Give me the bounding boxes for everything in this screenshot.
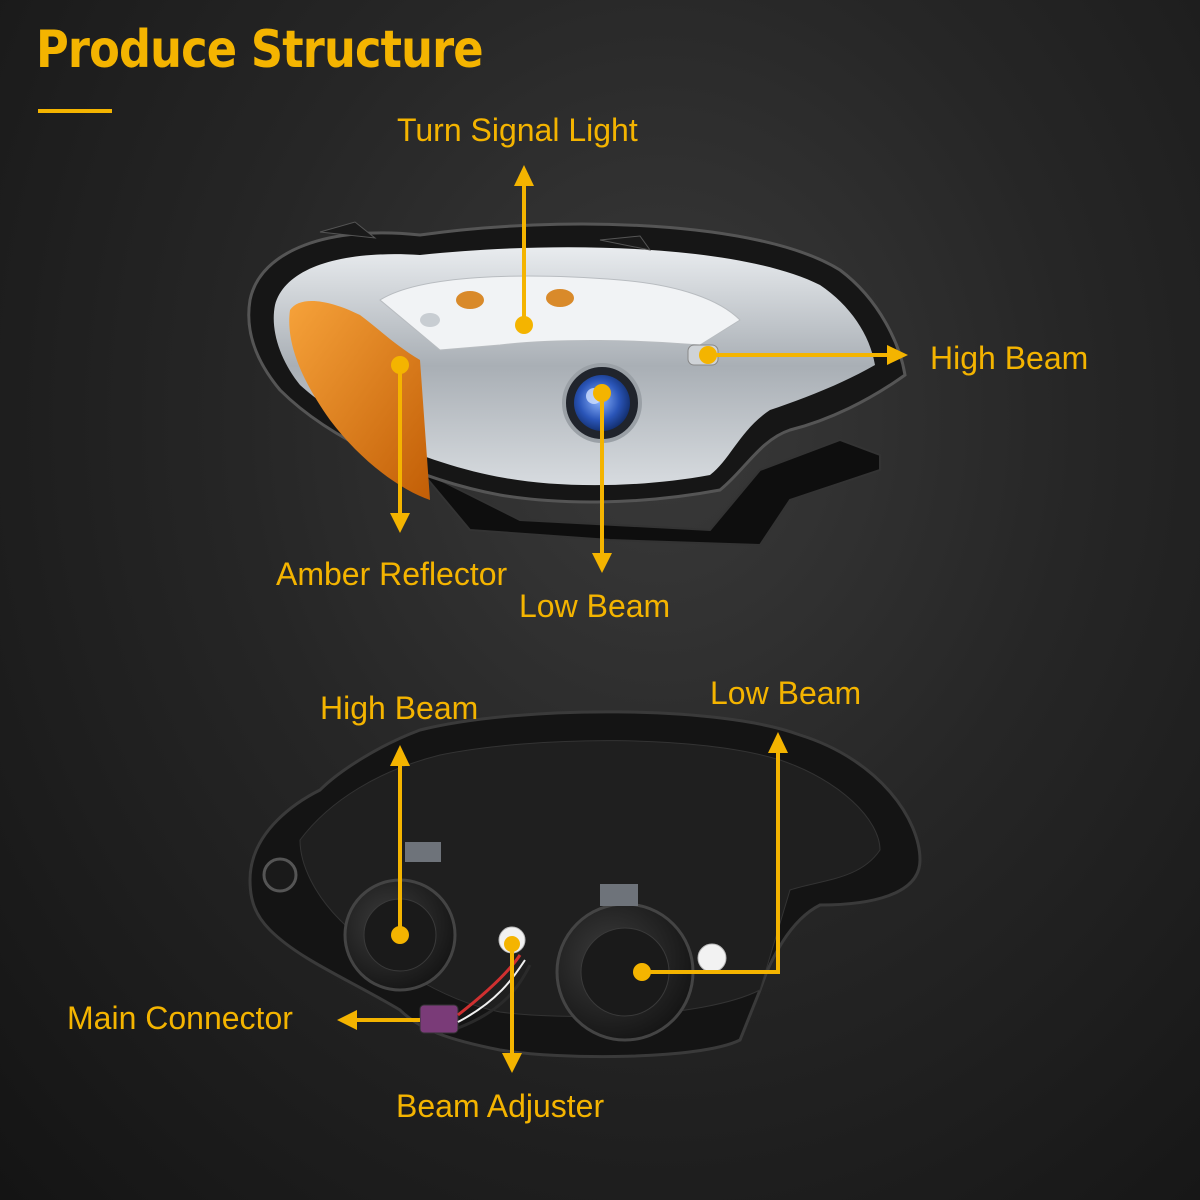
front-high-beam-label: High Beam bbox=[930, 340, 1089, 376]
callouts bbox=[337, 165, 908, 1073]
page-title: Produce Structure bbox=[36, 20, 484, 80]
rear-low-beam-label: Low Beam bbox=[710, 675, 862, 711]
amber-reflector-label: Amber Reflector bbox=[276, 556, 508, 592]
turn-signal-light-label: Turn Signal Light bbox=[397, 112, 638, 148]
front-low-beam-label: Low Beam bbox=[519, 588, 671, 624]
rear-headlight bbox=[248, 710, 922, 1059]
beam-adjuster-label: Beam Adjuster bbox=[396, 1088, 605, 1124]
main-connector-label: Main Connector bbox=[67, 1000, 293, 1036]
amber-reflector-shape bbox=[289, 300, 430, 500]
rear-high-beam-label: High Beam bbox=[320, 690, 479, 726]
title-underline bbox=[38, 109, 112, 113]
front-headlight bbox=[247, 221, 907, 547]
